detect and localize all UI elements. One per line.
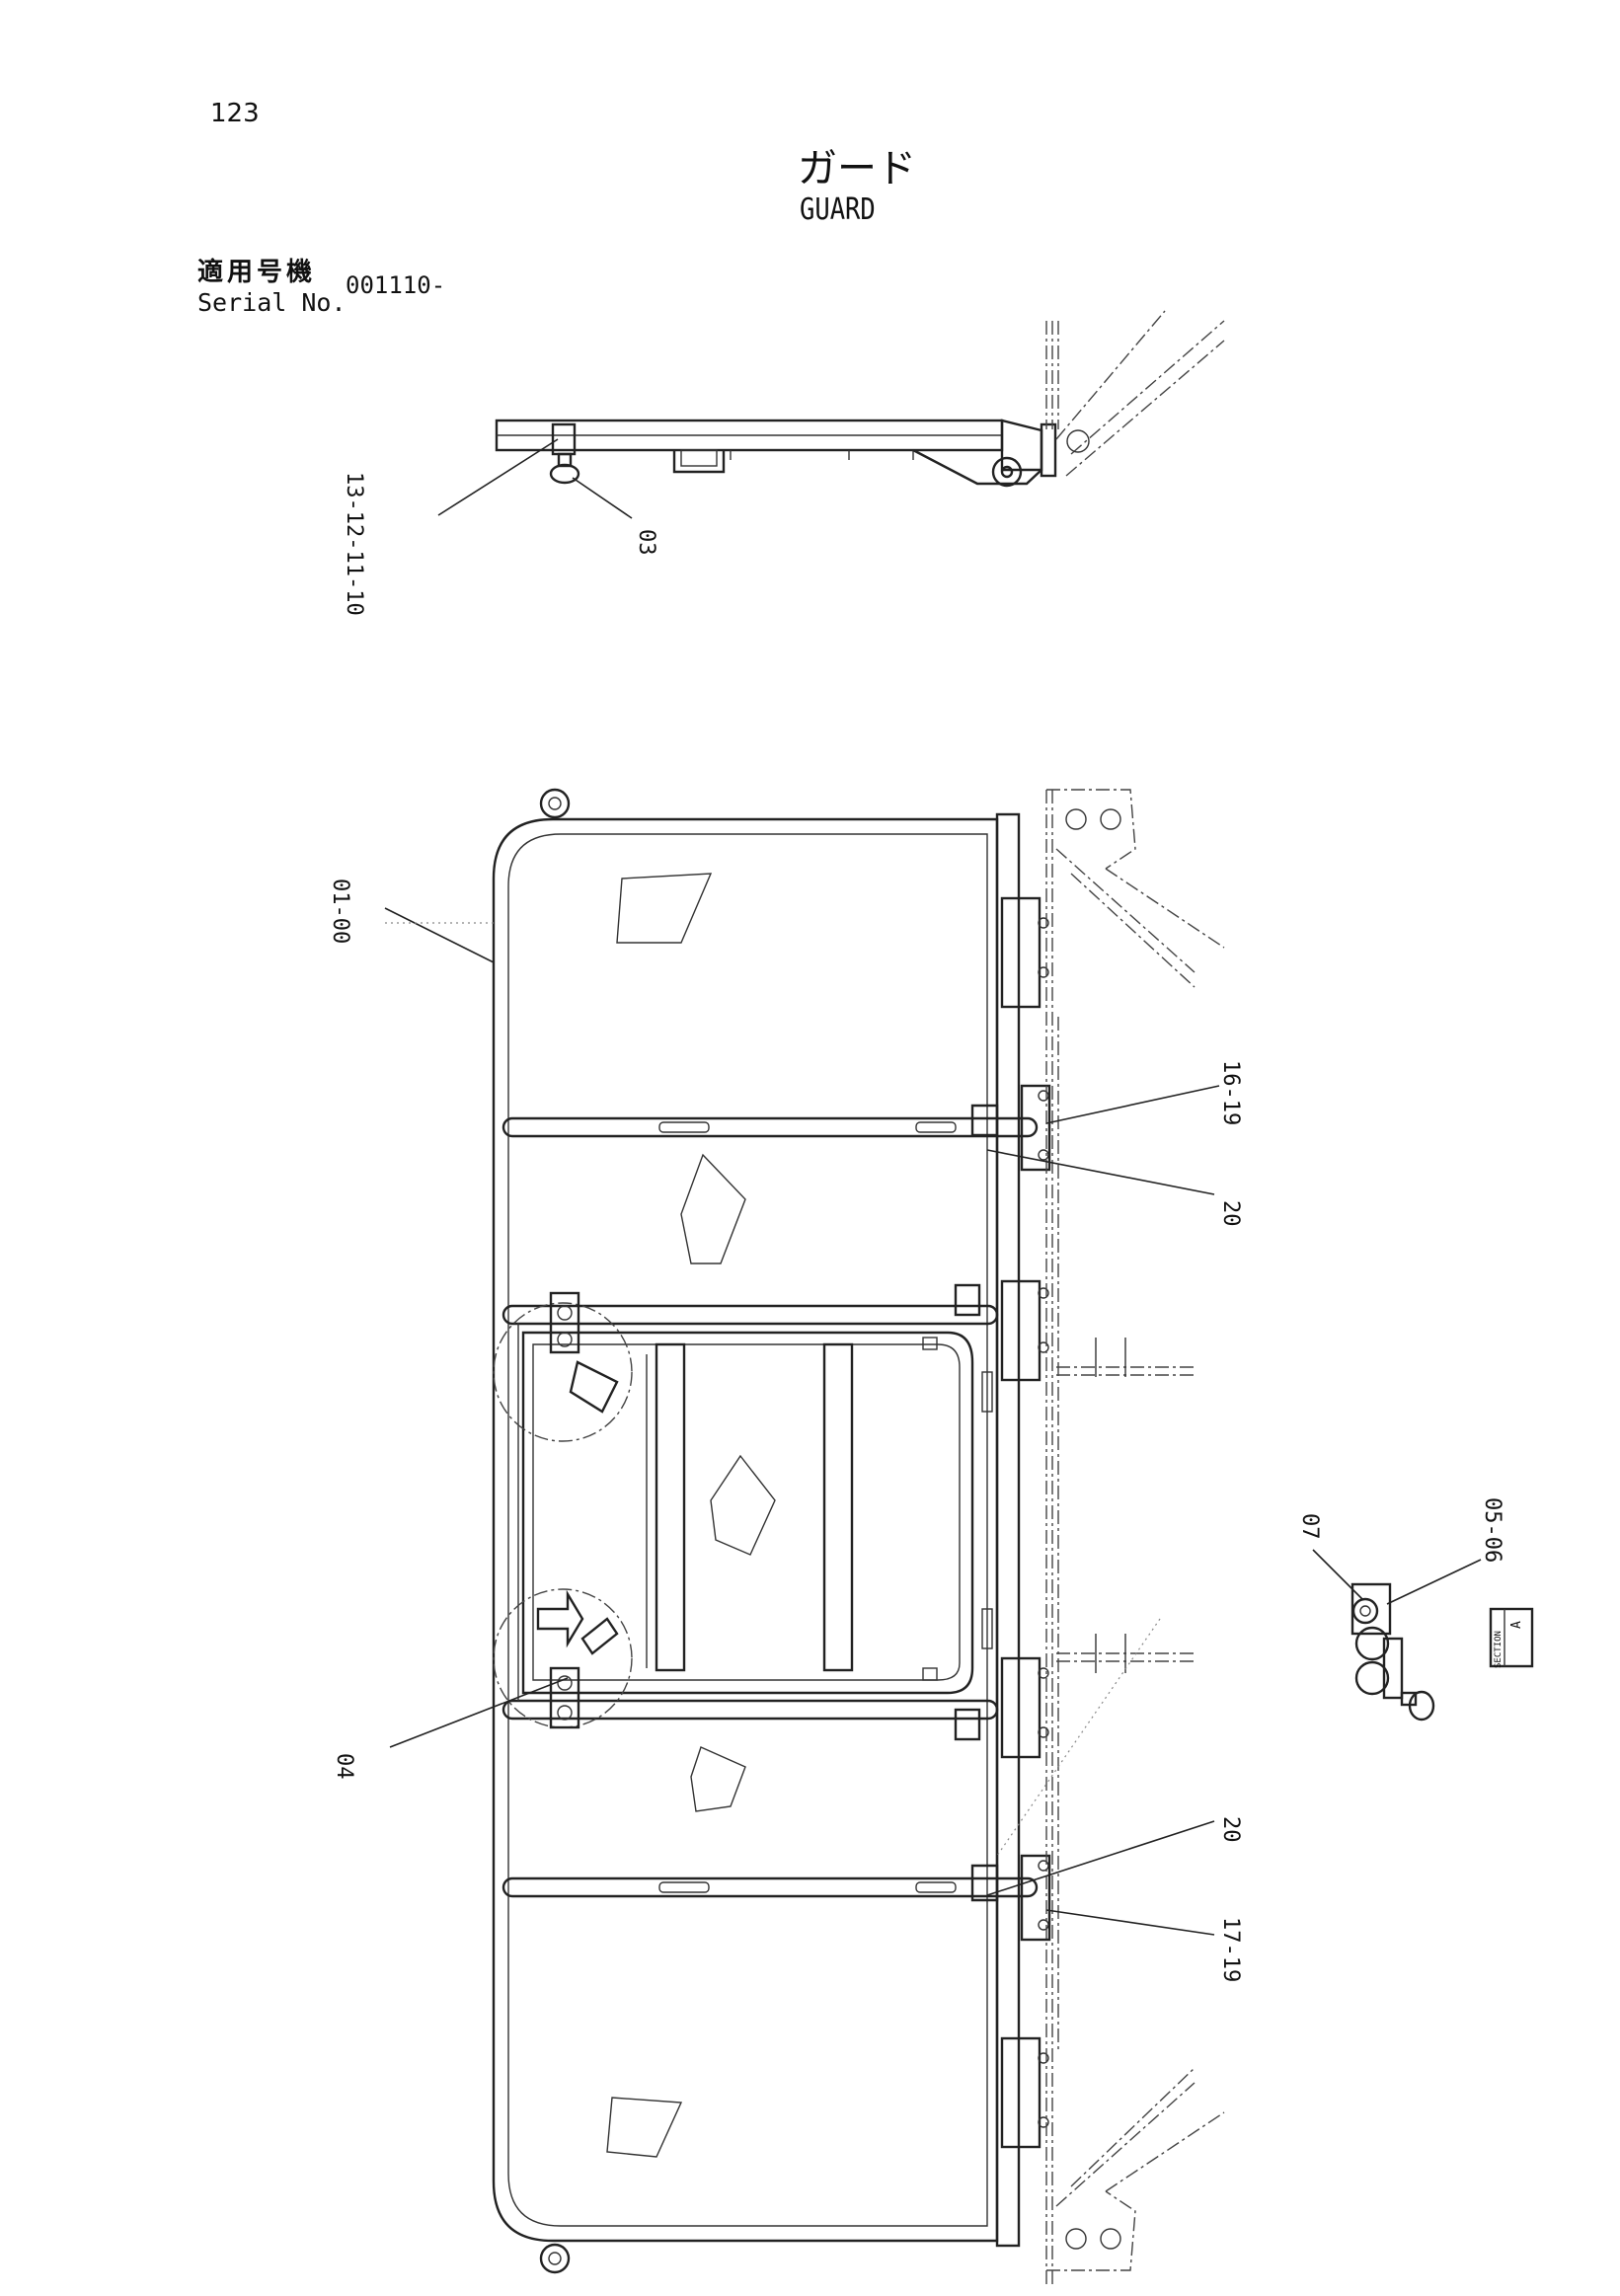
serial-number-value: 001110- bbox=[346, 271, 446, 299]
part-label-05-06: 05-06 bbox=[1480, 1497, 1504, 1563]
latch-assemblies bbox=[493, 1291, 633, 1729]
page-title-english: GUARD bbox=[800, 192, 876, 227]
page-number: 123 bbox=[210, 99, 260, 128]
part-label-13-12-11-10: 13-12-11-10 bbox=[342, 472, 366, 616]
page-title-japanese: ガード bbox=[798, 146, 916, 191]
main-view-leaders bbox=[384, 907, 1220, 1936]
part-label-07: 07 bbox=[1297, 1513, 1322, 1540]
top-side-view bbox=[495, 310, 1225, 488]
part-label-04: 04 bbox=[332, 1753, 356, 1780]
central-door-panel bbox=[521, 1331, 993, 1695]
part-label-17-19: 17-19 bbox=[1218, 1917, 1243, 1982]
right-mounting bbox=[970, 789, 1225, 2285]
part-label-16-19: 16-19 bbox=[1218, 1060, 1243, 1125]
part-label-20-bottom: 20 bbox=[1218, 1816, 1243, 1843]
serial-label-japanese: 適用号機 bbox=[197, 258, 317, 287]
main-guard-frame bbox=[492, 788, 1039, 2274]
top-view-leaders bbox=[437, 438, 633, 519]
part-label-20-top: 20 bbox=[1218, 1200, 1243, 1227]
part-label-01-00: 01-00 bbox=[328, 879, 352, 944]
mesh-panels bbox=[606, 873, 776, 2158]
section-label: SECTION bbox=[1494, 1631, 1504, 1668]
part-label-03: 03 bbox=[634, 529, 658, 556]
section-a-detail bbox=[1312, 1549, 1534, 1722]
serial-label-english: Serial No. bbox=[197, 288, 347, 317]
section-letter: A bbox=[1509, 1621, 1524, 1629]
